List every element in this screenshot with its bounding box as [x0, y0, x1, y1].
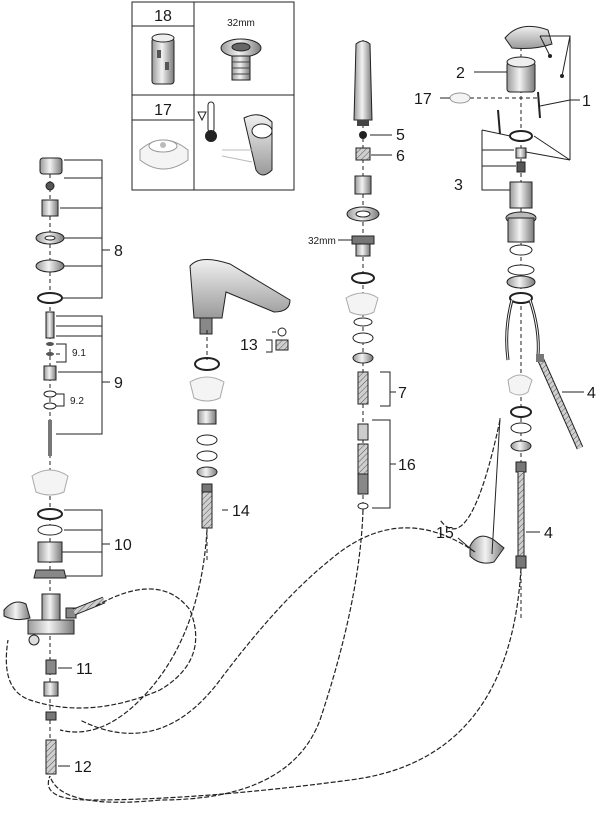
callout-2: 2 — [456, 65, 465, 82]
hose-routing — [5, 419, 522, 803]
callout-13: 13 — [240, 337, 258, 354]
callout-lines-right — [440, 35, 584, 551]
callout-9: 9 — [114, 375, 123, 392]
callout-labels: 1 2 3 4 4 5 6 7 8 9 9.1 9.2 10 11 12 13 … — [70, 65, 596, 776]
callout-14: 14 — [232, 503, 250, 520]
spout-assembly — [189, 259, 291, 560]
temperature-icon — [197, 101, 273, 176]
hand-shower-assembly — [338, 40, 396, 510]
mixer-assembly — [449, 25, 584, 620]
callout-7: 7 — [398, 385, 407, 402]
callout-12: 12 — [74, 759, 92, 776]
callout-9-1: 9.1 — [72, 348, 86, 359]
callout-11: 11 — [76, 661, 93, 678]
callout-6: 6 — [396, 148, 405, 165]
callout-4-upper: 4 — [587, 385, 596, 402]
spare-parts-inset: 18 32mm 17 — [131, 1, 295, 191]
inset-number-17: 17 — [154, 102, 172, 119]
inset-number-18: 18 — [154, 8, 172, 25]
callout-9-2: 9.2 — [70, 396, 84, 407]
hex-nut-icon — [220, 38, 262, 81]
callout-5: 5 — [396, 127, 405, 144]
cartridge-tool-icon — [151, 33, 175, 85]
callout-32mm: 32mm — [308, 236, 336, 247]
callout-8: 8 — [114, 243, 123, 260]
callout-4-lower: 4 — [544, 525, 553, 542]
callout-3: 3 — [454, 177, 463, 194]
grease-icon — [139, 139, 189, 170]
inset-size-label: 32mm — [227, 18, 255, 29]
callout-16: 16 — [398, 457, 416, 474]
callout-17: 17 — [414, 91, 432, 108]
callout-15: 15 — [436, 525, 454, 542]
callout-10: 10 — [114, 537, 132, 554]
callout-1: 1 — [582, 93, 591, 110]
diverter-assembly — [3, 157, 110, 775]
